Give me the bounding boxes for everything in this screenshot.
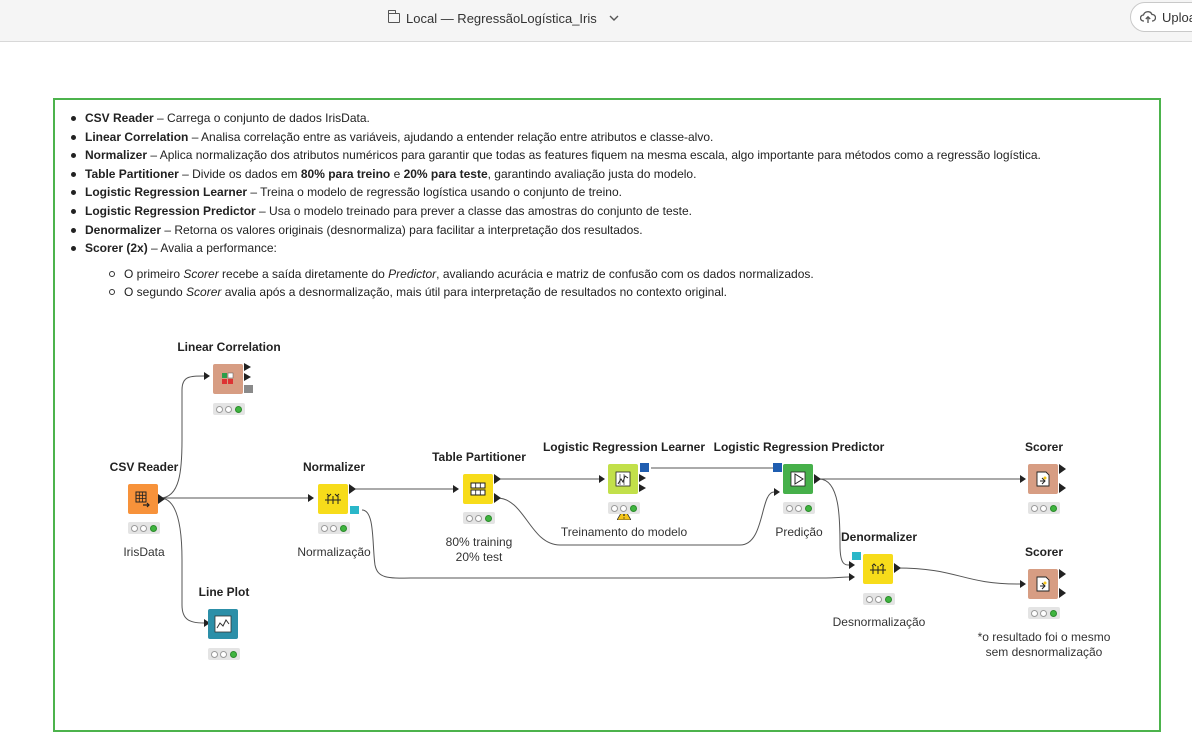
node-denormalizer[interactable] [863, 554, 893, 584]
model-input-port[interactable] [773, 463, 783, 473]
chevron-down-icon [609, 15, 619, 21]
connection [895, 567, 1021, 585]
scorer-icon [1036, 576, 1050, 592]
list-item: Scorer (2x) – Avalia a performance: O pr… [66, 239, 1146, 302]
node-table-partitioner[interactable] [463, 474, 493, 504]
connection [361, 509, 850, 579]
list-item: Denormalizer – Retorna os valores origin… [66, 221, 1146, 240]
upload-label: Upload [1162, 9, 1192, 25]
node-label-csv-reader[interactable]: IrisData [123, 545, 165, 559]
line-chart-icon [214, 615, 232, 633]
list-item: Table Partitioner – Divide os dados em 8… [66, 165, 1146, 184]
connection-arrow [774, 488, 780, 496]
node-label-lr-predictor[interactable]: Predição [775, 525, 823, 539]
connection-arrow [849, 561, 855, 569]
cloud-upload-icon [1140, 11, 1156, 23]
output-port[interactable] [894, 563, 902, 573]
sub-list-item: O primeiro Scorer recebe a saída diretam… [105, 265, 1146, 284]
node-status [208, 648, 240, 660]
sub-list-item: O segundo Scorer avalia após a desnormal… [105, 283, 1146, 302]
denormalize-icon [870, 563, 886, 574]
node-status [128, 522, 160, 534]
connection-arrow [204, 619, 210, 627]
node-status [1028, 607, 1060, 619]
node-status [463, 512, 495, 524]
output-port[interactable] [814, 474, 822, 484]
normalize-icon [325, 493, 341, 504]
node-normalizer[interactable] [318, 484, 348, 514]
partition-icon [470, 482, 486, 496]
connection-arrow [599, 475, 605, 483]
list-item: Linear Correlation – Analisa correlação … [66, 128, 1146, 147]
node-title-lr-learner: Logistic Regression Learner [542, 440, 706, 454]
connection [496, 491, 775, 546]
folder-icon [388, 10, 400, 23]
output-ports[interactable] [244, 362, 256, 394]
node-status [213, 403, 245, 415]
node-label-denormalizer[interactable]: Desnormalização [832, 615, 926, 629]
output-port[interactable] [158, 494, 166, 504]
node-scorer-1[interactable] [1028, 464, 1058, 494]
list-item: Normalizer – Aplica normalização dos atr… [66, 146, 1146, 165]
node-title-lr-predictor: Logistic Regression Predictor [713, 440, 885, 454]
output-ports[interactable] [349, 484, 361, 516]
node-title-linear-correlation: Linear Correlation [177, 340, 281, 354]
node-title-table-partitioner: Table Partitioner [432, 450, 526, 464]
node-status [863, 593, 895, 605]
connection-arrow [1020, 580, 1026, 588]
node-label-lr-learner[interactable]: Treinamento do modelo [560, 525, 688, 539]
node-status [783, 502, 815, 514]
node-lr-predictor[interactable] [783, 464, 813, 494]
node-line-plot[interactable] [208, 609, 238, 639]
output-ports[interactable] [1059, 569, 1069, 599]
workflow-annotation[interactable] [53, 98, 1161, 732]
output-ports[interactable] [1059, 464, 1069, 494]
list-item: CSV Reader – Carrega o conjunto de dados… [66, 109, 1146, 128]
list-item: Logistic Regression Learner – Treina o m… [66, 183, 1146, 202]
connection [159, 497, 205, 624]
connection [159, 375, 205, 499]
node-title-csv-reader: CSV Reader [109, 460, 179, 474]
scorer-icon [1036, 471, 1050, 487]
node-scorer-2[interactable] [1028, 569, 1058, 599]
learner-icon [615, 471, 631, 487]
node-title-scorer-1: Scorer [1024, 440, 1064, 454]
upload-button[interactable]: Upload [1130, 2, 1192, 32]
node-status [318, 522, 350, 534]
node-status [608, 502, 640, 514]
output-ports[interactable] [494, 474, 502, 504]
workflow-title: Local — RegressãoLogística_Iris [406, 10, 597, 26]
node-label-normalizer[interactable]: Normalização [297, 545, 371, 559]
connection-arrow [308, 494, 314, 502]
node-status [1028, 502, 1060, 514]
node-title-scorer-2: Scorer [1024, 545, 1064, 559]
node-title-line-plot: Line Plot [198, 585, 250, 599]
model-input-port[interactable] [852, 552, 862, 562]
connection-arrow [1020, 475, 1026, 483]
connection-arrow [849, 573, 855, 581]
connection-arrow [453, 485, 459, 493]
annotation-text: CSV Reader – Carrega o conjunto de dados… [66, 109, 1146, 302]
connection [818, 478, 850, 566]
correlation-matrix-icon [222, 372, 234, 384]
list-item: Logistic Regression Predictor – Usa o mo… [66, 202, 1146, 221]
node-csv-reader[interactable] [128, 484, 158, 514]
table-reader-icon [135, 491, 150, 508]
predictor-icon [790, 471, 806, 487]
node-title-denormalizer: Denormalizer [840, 530, 918, 544]
node-linear-correlation[interactable] [213, 364, 243, 394]
output-ports[interactable] [639, 463, 651, 495]
connection-arrow [204, 372, 210, 380]
top-bar: Local — RegressãoLogística_Iris Upload [0, 0, 1192, 42]
workflow-title-menu[interactable]: Local — RegressãoLogística_Iris [388, 8, 619, 28]
node-lr-learner[interactable] [608, 464, 638, 494]
node-title-normalizer: Normalizer [302, 460, 366, 474]
